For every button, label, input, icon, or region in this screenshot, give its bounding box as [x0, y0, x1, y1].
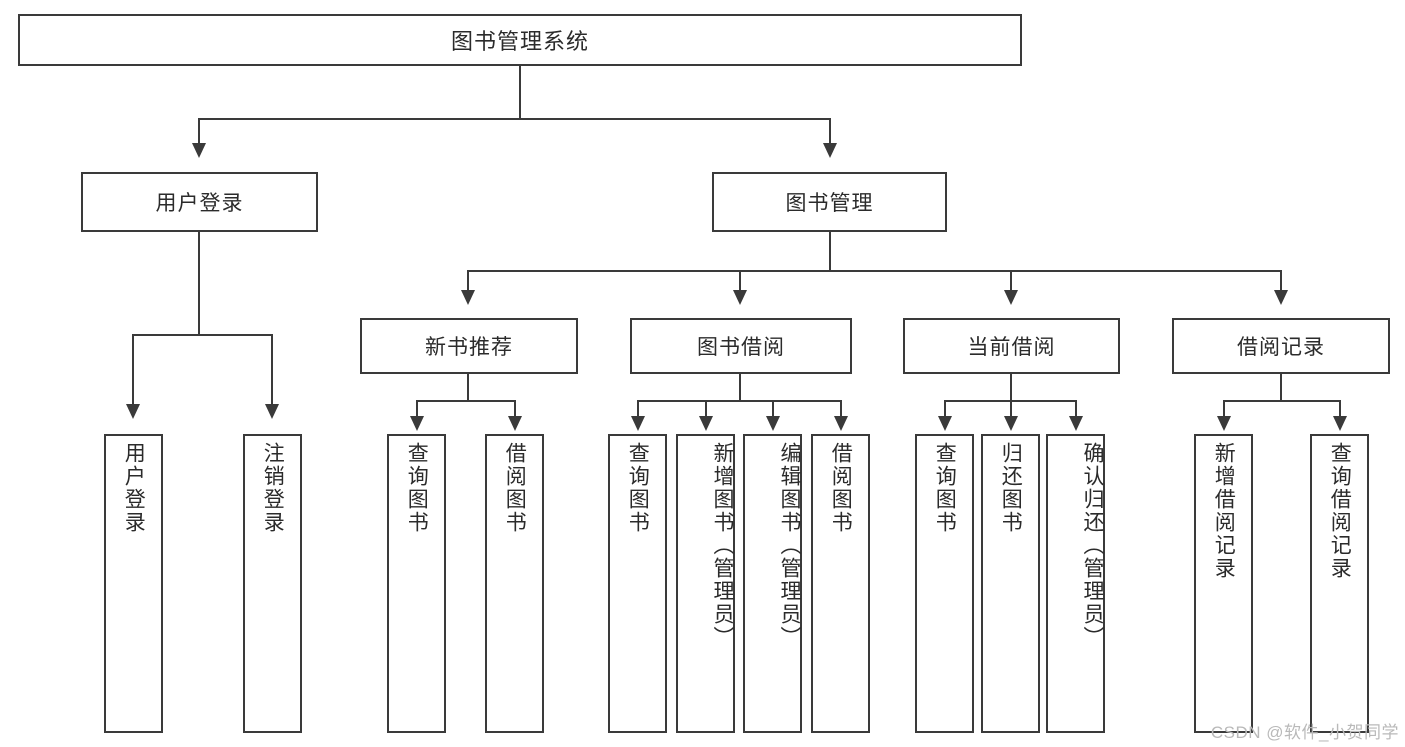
arrow-to-leaf-cb-return-book — [1004, 416, 1018, 431]
arrow-to-borrow-record — [1274, 290, 1288, 305]
connector-book-management-stem — [829, 232, 831, 272]
leaf-logout[interactable]: 注销登录 — [243, 434, 302, 733]
node-label: 归还图书 — [999, 442, 1023, 534]
connector-bb-branch-2 — [705, 400, 707, 418]
arrow-to-leaf-bb-query-book — [631, 416, 645, 431]
arrow-to-leaf-cb-query-book — [938, 416, 952, 431]
node-user-login[interactable]: 用户登录 — [81, 172, 318, 232]
arrow-to-leaf-bb-borrow-book — [834, 416, 848, 431]
connector-new-book-recommend-bus — [416, 400, 516, 402]
connector-new-book-recommend-stem — [467, 374, 469, 402]
arrow-to-leaf-bb-edit-book — [766, 416, 780, 431]
connector-to-book-borrow — [739, 270, 741, 292]
arrow-to-leaf-nbr-borrow-book — [508, 416, 522, 431]
node-book-borrow[interactable]: 图书借阅 — [630, 318, 852, 374]
node-label: 用户登录 — [155, 192, 244, 215]
connector-bb-branch-3 — [772, 400, 774, 418]
connector-cb-branch-2 — [1010, 400, 1012, 418]
connector-level3-bus — [467, 270, 1281, 272]
leaf-cb-query-book[interactable]: 查询图书 — [915, 434, 974, 733]
connector-user-login-branch-2 — [271, 334, 273, 406]
node-label: 确认归还（管理员） — [1081, 442, 1104, 649]
leaf-nbr-query-book[interactable]: 查询图书 — [387, 434, 446, 733]
node-current-borrow[interactable]: 当前借阅 — [903, 318, 1120, 374]
connector-br-branch-2 — [1339, 400, 1341, 418]
node-label: 新增图书（管理员） — [711, 442, 734, 649]
node-label: 新书推荐 — [425, 336, 513, 359]
connector-borrow-record-stem — [1280, 374, 1282, 402]
arrow-to-user-login — [192, 143, 206, 158]
connector-user-login-stem — [198, 232, 200, 336]
node-borrow-record[interactable]: 借阅记录 — [1172, 318, 1390, 374]
connector-user-login-bus — [132, 334, 272, 336]
connector-book-borrow-bus — [637, 400, 841, 402]
arrow-to-leaf-bb-add-book — [699, 416, 713, 431]
leaf-br-query-record[interactable]: 查询借阅记录 — [1310, 434, 1369, 733]
connector-to-new-book-recommend — [467, 270, 469, 292]
node-root-book-management-system[interactable]: 图书管理系统 — [18, 14, 1022, 66]
node-label: 编辑图书（管理员） — [778, 442, 801, 649]
arrow-to-book-borrow — [733, 290, 747, 305]
node-label: 查询图书 — [405, 442, 429, 534]
connector-to-current-borrow — [1010, 270, 1012, 292]
connector-user-login-branch-1 — [132, 334, 134, 406]
leaf-user-login[interactable]: 用户登录 — [104, 434, 163, 733]
leaf-cb-return-book[interactable]: 归还图书 — [981, 434, 1040, 733]
connector-borrow-record-bus — [1223, 400, 1340, 402]
connector-nbr-branch-1 — [416, 400, 418, 418]
node-label: 查询图书 — [626, 442, 650, 534]
leaf-bb-query-book[interactable]: 查询图书 — [608, 434, 667, 733]
connector-root-to-user-login — [198, 118, 200, 145]
node-label: 用户登录 — [122, 442, 146, 534]
connector-bb-branch-1 — [637, 400, 639, 418]
node-label: 新增借阅记录 — [1212, 442, 1236, 580]
arrow-to-leaf-user-login — [126, 404, 140, 419]
arrow-to-current-borrow — [1004, 290, 1018, 305]
connector-current-borrow-stem — [1010, 374, 1012, 402]
leaf-bb-borrow-book[interactable]: 借阅图书 — [811, 434, 870, 733]
connector-root-to-book-management — [829, 118, 831, 145]
connector-cb-branch-1 — [944, 400, 946, 418]
arrow-to-new-book-recommend — [461, 290, 475, 305]
node-new-book-recommend[interactable]: 新书推荐 — [360, 318, 578, 374]
arrow-to-leaf-logout — [265, 404, 279, 419]
leaf-nbr-borrow-book[interactable]: 借阅图书 — [485, 434, 544, 733]
node-label: 借阅记录 — [1237, 336, 1325, 359]
connector-br-branch-1 — [1223, 400, 1225, 418]
node-label: 查询借阅记录 — [1328, 442, 1352, 580]
leaf-cb-confirm-return[interactable]: 确认归还（管理员） — [1046, 434, 1105, 733]
arrow-to-leaf-br-query-record — [1333, 416, 1347, 431]
leaf-bb-add-book[interactable]: 新增图书（管理员） — [676, 434, 735, 733]
connector-nbr-branch-2 — [514, 400, 516, 418]
node-book-management[interactable]: 图书管理 — [712, 172, 947, 232]
connector-book-borrow-stem — [739, 374, 741, 402]
node-label: 查询图书 — [933, 442, 957, 534]
connector-to-borrow-record — [1280, 270, 1282, 292]
connector-root-stem — [519, 66, 521, 118]
leaf-bb-edit-book[interactable]: 编辑图书（管理员） — [743, 434, 802, 733]
connector-bb-branch-4 — [840, 400, 842, 418]
node-label: 当前借阅 — [967, 336, 1056, 359]
arrow-to-book-management — [823, 143, 837, 158]
arrow-to-leaf-nbr-query-book — [410, 416, 424, 431]
connector-cb-branch-3 — [1075, 400, 1077, 418]
arrow-to-leaf-cb-confirm-return — [1069, 416, 1083, 431]
connector-root-bus — [198, 118, 830, 120]
node-label: 图书管理 — [785, 192, 874, 215]
node-label: 图书借阅 — [697, 336, 785, 359]
node-label: 借阅图书 — [829, 442, 853, 534]
arrow-to-leaf-br-add-record — [1217, 416, 1231, 431]
node-label: 借阅图书 — [503, 442, 527, 534]
leaf-br-add-record[interactable]: 新增借阅记录 — [1194, 434, 1253, 733]
node-label: 注销登录 — [261, 442, 285, 534]
node-label: 图书管理系统 — [450, 29, 589, 54]
